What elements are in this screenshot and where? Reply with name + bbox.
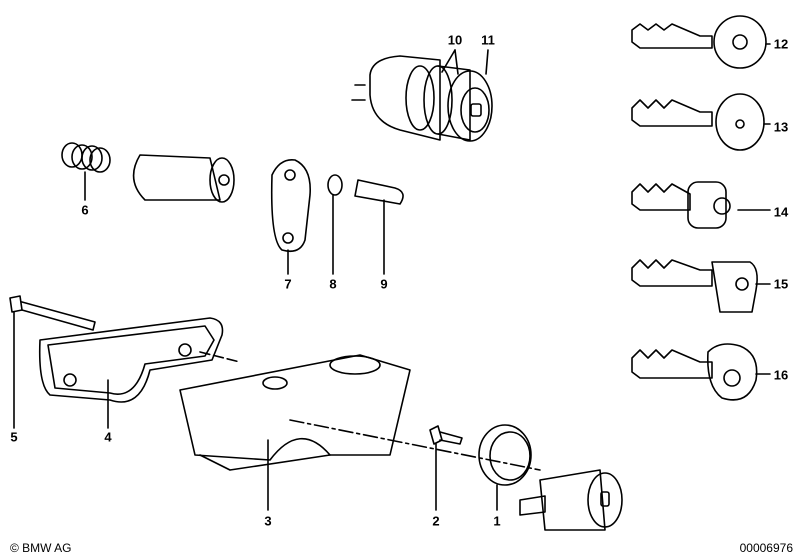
part-label-15: 15 [773, 276, 789, 292]
part-label-10: 10 [447, 32, 463, 48]
part-label-12: 12 [773, 36, 789, 52]
part-label-7: 7 [284, 276, 292, 292]
part-label-16: 16 [773, 367, 789, 383]
copyright-text: © BMW AG [10, 541, 72, 555]
part-label-1: 1 [493, 513, 501, 529]
diagram-number: 00006976 [739, 541, 793, 555]
keys-drawing [631, 15, 771, 401]
part-label-6: 6 [81, 202, 89, 218]
part-label-4: 4 [104, 429, 112, 445]
bracket-assembly-drawing [9, 295, 541, 511]
ignition-switch-drawing [351, 49, 493, 142]
small-parts-drawing [61, 142, 404, 275]
part-label-5: 5 [10, 429, 18, 445]
part-label-8: 8 [329, 276, 337, 292]
part-label-11: 11 [481, 32, 495, 48]
part-label-2: 2 [432, 513, 440, 529]
lock-parts-drawing [429, 424, 623, 531]
part-label-13: 13 [773, 119, 789, 135]
part-label-14: 14 [773, 204, 789, 220]
part-label-3: 3 [264, 513, 272, 529]
part-label-9: 9 [380, 276, 388, 292]
